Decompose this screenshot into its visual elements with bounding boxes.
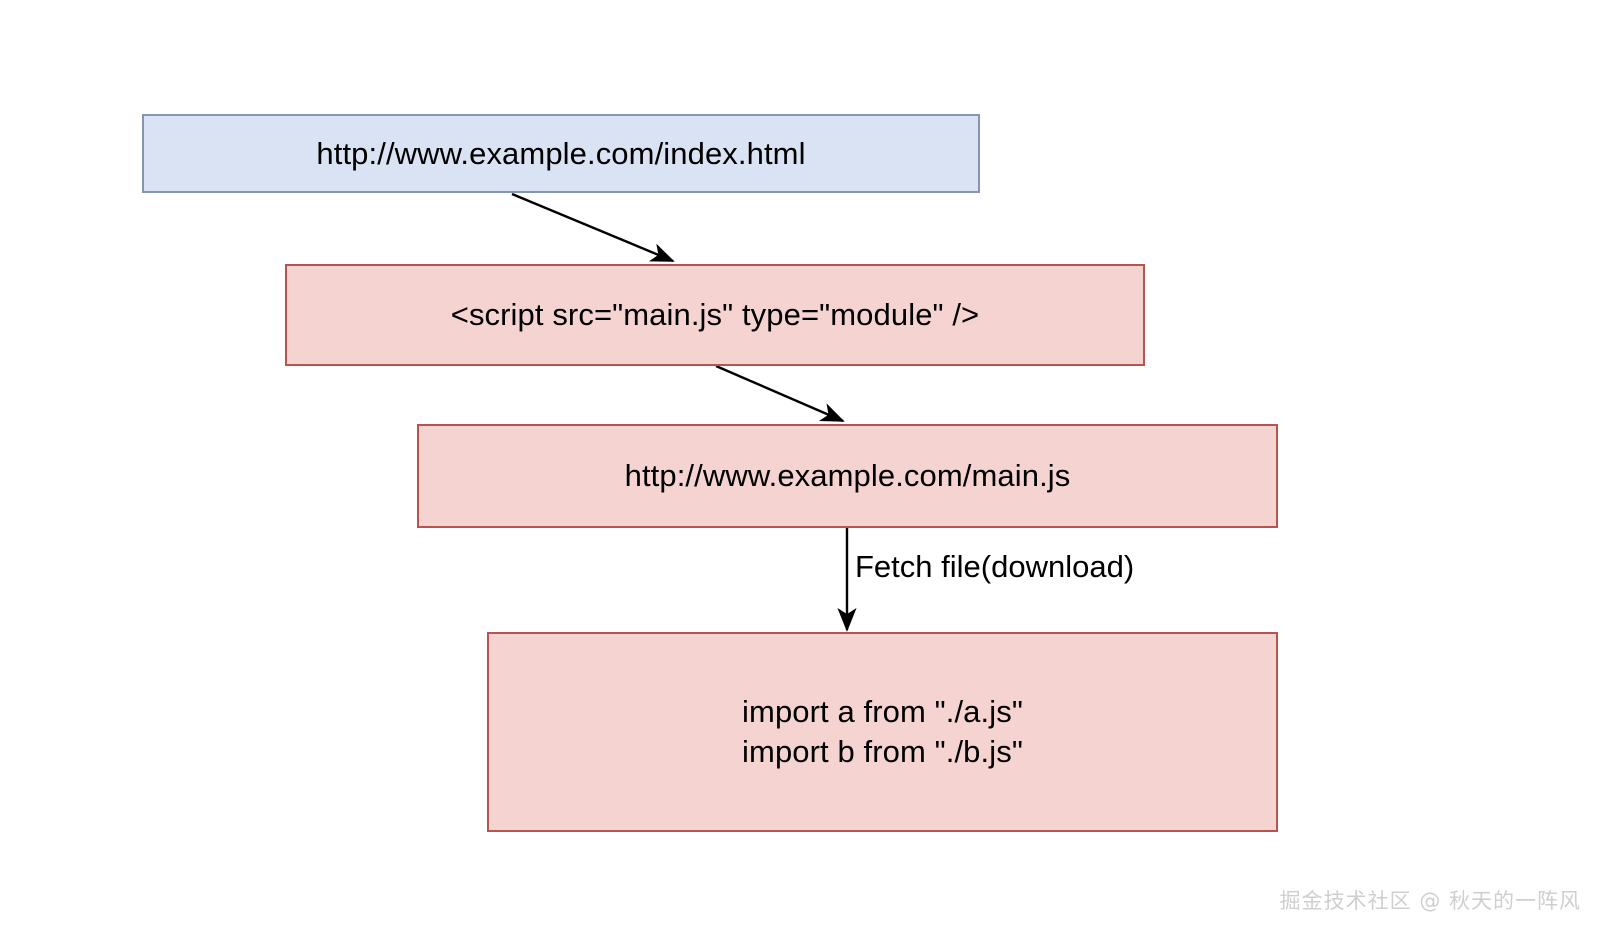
edge-label-fetch-file: Fetch file(download) — [855, 549, 1135, 584]
edge-script-to-mainjs — [715, 364, 845, 423]
node-index-html[interactable]: http://www.example.com/index.html — [142, 114, 980, 193]
edge-index-to-script — [511, 192, 675, 263]
watermark: 掘金技术社区 @ 秋天的一阵风 — [1279, 889, 1581, 913]
node-script-tag[interactable]: <script src="main.js" type="module" /> — [285, 264, 1145, 366]
node-main-js-url[interactable]: http://www.example.com/main.js — [417, 424, 1278, 528]
node-imports[interactable]: import a from "./a.js" import b from "./… — [487, 632, 1278, 832]
